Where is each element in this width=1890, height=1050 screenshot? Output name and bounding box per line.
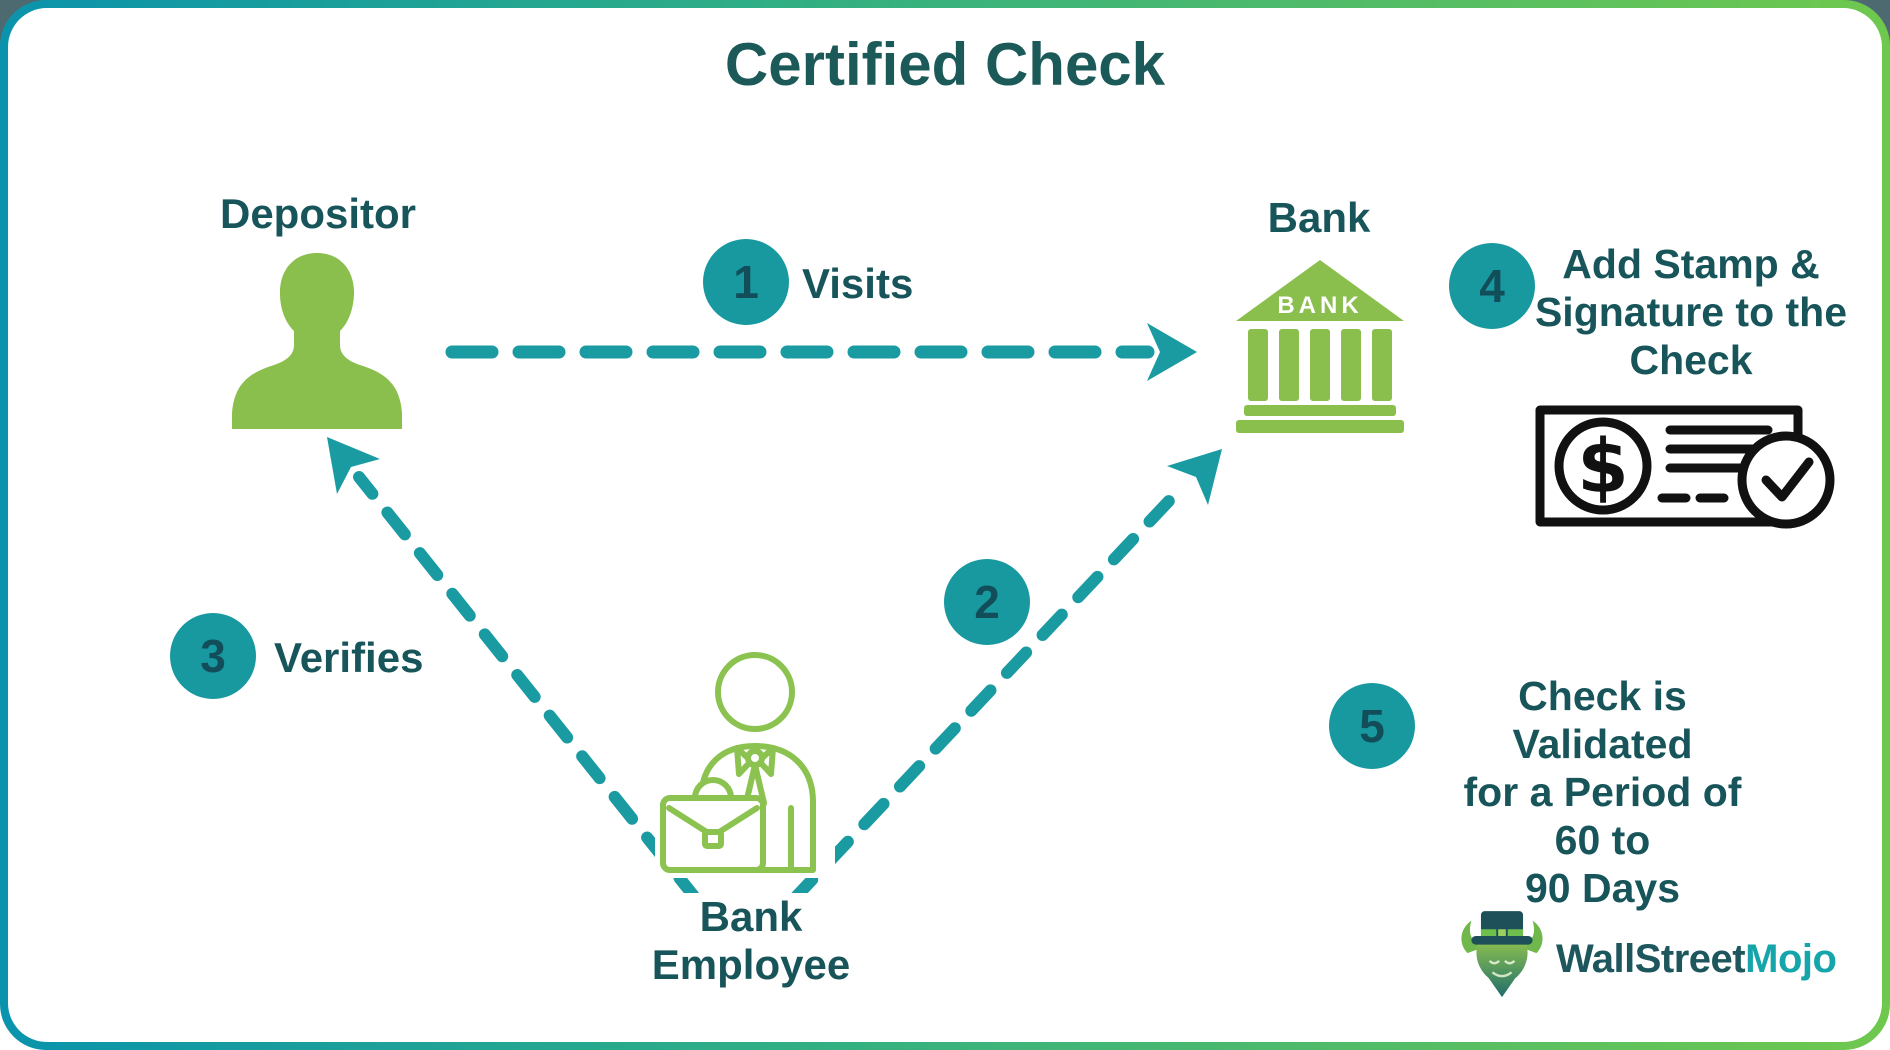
depositor-icon: [222, 243, 412, 438]
step-number-4: 4: [1479, 260, 1505, 312]
step-circle-5: 5: [1329, 683, 1415, 769]
step4-text: Add Stamp & Signature to the Check: [1530, 240, 1852, 384]
logo-mojo: Mojo: [1745, 937, 1837, 981]
logo-text: WallStreetMojo: [1556, 937, 1837, 982]
bank-employee-label: Bank Employee: [595, 893, 907, 989]
certified-check-icon: $: [1528, 400, 1848, 540]
bank-employee-icon: [655, 648, 835, 878]
step4-line2: Signature to the: [1534, 289, 1848, 335]
depositor-label: Depositor: [219, 190, 416, 237]
bank-label: Bank: [1267, 194, 1371, 241]
step5-line1: Check is Validated: [1512, 673, 1693, 767]
step5-line3: 90 Days: [1524, 865, 1680, 911]
dollar-sign: $: [1577, 424, 1629, 510]
step-circle-1: 1: [703, 239, 789, 325]
step5-text: Check is Validated for a Period of 60 to…: [1440, 672, 1765, 912]
arrowhead-to-bank-right: [1147, 323, 1197, 381]
step-number-3: 3: [200, 630, 226, 682]
step-number-1: 1: [733, 256, 759, 308]
arrow-verifies-line: [353, 471, 703, 906]
step-circle-4: 4: [1449, 243, 1535, 329]
visits-label: Visits: [802, 260, 914, 307]
wallstreetmojo-logo: WallStreetMojo: [1458, 910, 1837, 1009]
page-title: Certified Check: [724, 31, 1166, 98]
arrowhead-to-bank-diag: [1167, 449, 1222, 505]
step5-line2: for a Period of 60 to: [1463, 769, 1742, 863]
arrow-step2-line: [787, 480, 1189, 906]
step4-line1: Add Stamp &: [1562, 241, 1820, 287]
step4-line3: Check: [1629, 337, 1753, 383]
step-number-5: 5: [1359, 700, 1385, 752]
step-circle-2: 2: [944, 559, 1030, 645]
verifies-label: Verifies: [274, 634, 424, 681]
arrowhead-to-depositor: [327, 437, 380, 494]
step-number-2: 2: [974, 576, 1000, 628]
step-circle-3: 3: [170, 613, 256, 699]
bank-building-text: BANK: [1277, 292, 1362, 319]
bank-building-icon: BANK: [1235, 258, 1405, 438]
bull-mascot-icon: [1458, 910, 1546, 1009]
logo-wallstreet: WallStreet: [1556, 937, 1746, 981]
